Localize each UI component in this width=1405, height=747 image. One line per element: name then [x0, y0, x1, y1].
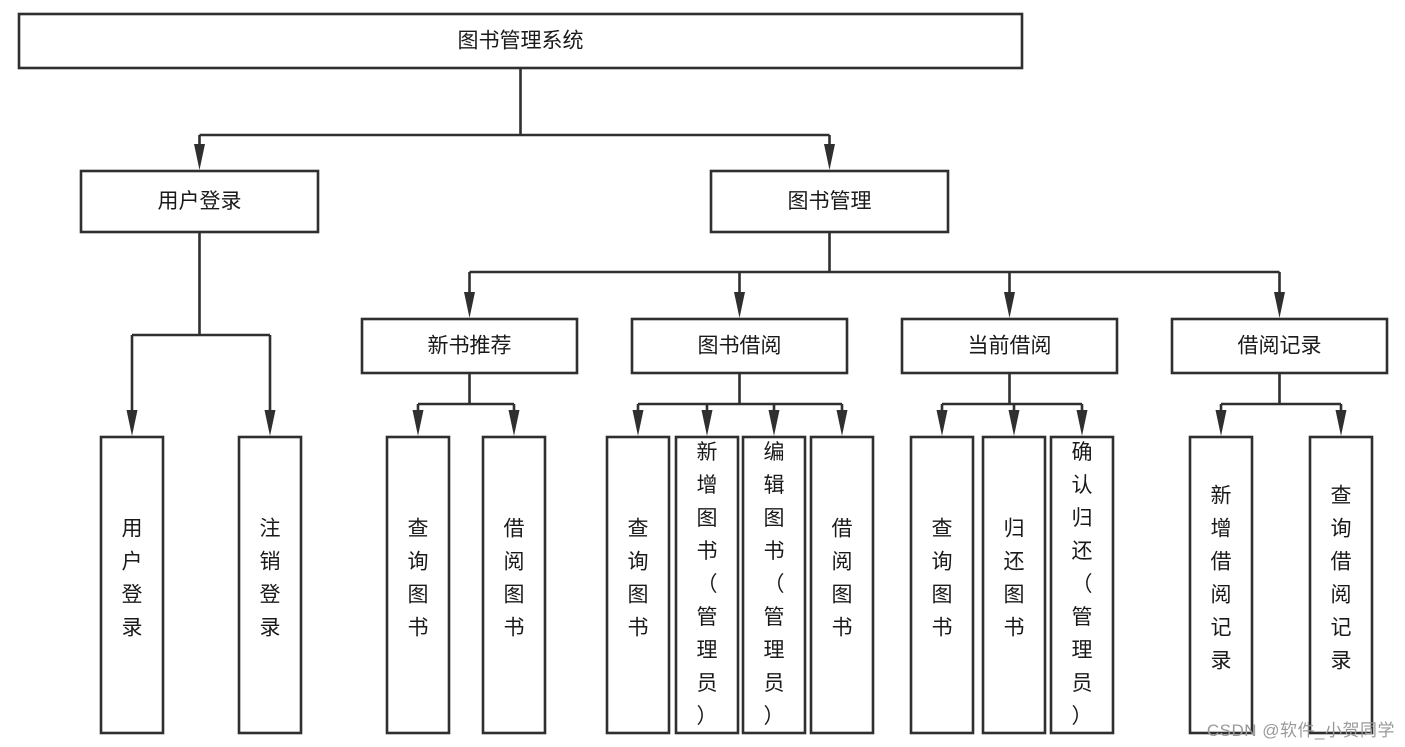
node-book-management-label: 图书管理 — [788, 190, 872, 213]
node-root-box[interactable] — [17, 12, 1024, 70]
node-leaf-logout[interactable]: 注销登录 — [237, 435, 303, 735]
arrow-new-book-recommend — [464, 292, 475, 318]
node-user-login-label: 用户登录 — [158, 190, 242, 213]
node-new-book-recommend[interactable]: 新书推荐 — [360, 317, 579, 375]
node-leaf-return-book-label: 归还图书 — [1004, 518, 1025, 640]
node-leaf-logout-label: 注销登录 — [260, 518, 281, 640]
arrow-book-management — [824, 144, 835, 170]
node-leaf-borrow-book[interactable]: 借阅图书 — [809, 435, 875, 735]
node-leaf-add-book[interactable]: 新增图书（管理员） — [674, 435, 740, 735]
node-book-management[interactable]: 图书管理 — [709, 169, 950, 234]
arrow-user-login — [194, 144, 205, 170]
node-leaf-add-borrow-record-box[interactable] — [1188, 435, 1254, 735]
node-leaf-query-book-current[interactable]: 查询图书 — [909, 435, 975, 735]
node-book-borrow-label: 图书借阅 — [698, 335, 782, 358]
arrow-leaf-logout — [264, 410, 276, 436]
arrow-leaf-user-login — [126, 410, 138, 436]
node-leaf-confirm-return-box[interactable] — [1049, 435, 1115, 735]
node-leaf-add-book-label: 新增图书（管理员） — [697, 441, 718, 728]
node-current-borrow-box[interactable] — [900, 317, 1119, 375]
node-leaf-query-borrow-record-label: 查询借阅记录 — [1331, 485, 1352, 673]
node-leaf-add-book-box[interactable] — [674, 435, 740, 735]
node-book-management-box[interactable] — [709, 169, 950, 234]
node-leaf-logout-box[interactable] — [237, 435, 303, 735]
node-leaf-user-login-box[interactable] — [99, 435, 165, 735]
node-borrow-record-label: 借阅记录 — [1238, 335, 1322, 358]
node-root[interactable]: 图书管理系统 — [17, 12, 1024, 70]
node-leaf-borrow-book-recommend[interactable]: 借阅图书 — [481, 435, 547, 735]
node-current-borrow[interactable]: 当前借阅 — [900, 317, 1119, 375]
watermark-text: CSDN @软件_小贺同学 — [1206, 721, 1395, 740]
connector-lines — [126, 68, 1347, 436]
arrow-leaf-borrow-book-recommend — [508, 410, 520, 436]
arrow-leaf-add-borrow-record — [1215, 410, 1227, 436]
node-new-book-recommend-label: 新书推荐 — [428, 335, 512, 358]
node-user-login-box[interactable] — [79, 169, 320, 234]
node-borrow-record-box[interactable] — [1170, 317, 1389, 375]
node-leaf-query-book-current-label: 查询图书 — [932, 518, 953, 640]
node-leaf-query-book-recommend[interactable]: 查询图书 — [385, 435, 451, 735]
node-leaf-user-login-label: 用户登录 — [122, 518, 143, 640]
arrow-leaf-query-book-borrow — [632, 410, 644, 436]
node-leaf-query-book-borrow[interactable]: 查询图书 — [605, 435, 671, 735]
node-leaf-query-book-recommend-box[interactable] — [385, 435, 451, 735]
node-book-borrow-box[interactable] — [630, 317, 849, 375]
node-leaf-edit-book-box[interactable] — [741, 435, 807, 735]
arrow-leaf-confirm-return — [1076, 410, 1088, 436]
arrow-leaf-edit-book — [768, 410, 780, 436]
arrow-leaf-borrow-book — [836, 410, 848, 436]
node-leaf-query-book-current-box[interactable] — [909, 435, 975, 735]
node-leaf-return-book[interactable]: 归还图书 — [981, 435, 1047, 735]
node-leaf-confirm-return[interactable]: 确认归还（管理员） — [1049, 435, 1115, 735]
node-leaf-add-borrow-record-label: 新增借阅记录 — [1211, 485, 1232, 673]
node-borrow-record[interactable]: 借阅记录 — [1170, 317, 1389, 375]
node-leaf-confirm-return-label: 确认归还（管理员） — [1072, 441, 1093, 728]
node-book-borrow[interactable]: 图书借阅 — [630, 317, 849, 375]
arrow-borrow-record — [1274, 292, 1285, 318]
node-boxes: 图书管理系统用户登录图书管理新书推荐图书借阅当前借阅借阅记录用户登录注销登录查询… — [17, 12, 1389, 735]
node-leaf-add-borrow-record[interactable]: 新增借阅记录 — [1188, 435, 1254, 735]
node-leaf-query-borrow-record[interactable]: 查询借阅记录 — [1308, 435, 1374, 735]
node-leaf-query-book-recommend-label: 查询图书 — [408, 518, 429, 640]
node-leaf-edit-book[interactable]: 编辑图书（管理员） — [741, 435, 807, 735]
node-leaf-borrow-book-recommend-box[interactable] — [481, 435, 547, 735]
node-leaf-query-book-borrow-box[interactable] — [605, 435, 671, 735]
node-leaf-borrow-book-box[interactable] — [809, 435, 875, 735]
arrow-leaf-add-book — [701, 410, 713, 436]
arrow-leaf-query-book-recommend — [412, 410, 424, 436]
arrow-leaf-return-book — [1008, 410, 1020, 436]
node-leaf-query-book-borrow-label: 查询图书 — [628, 518, 649, 640]
node-leaf-borrow-book-recommend-label: 借阅图书 — [504, 518, 525, 640]
node-user-login[interactable]: 用户登录 — [79, 169, 320, 234]
arrow-leaf-query-borrow-record — [1335, 410, 1347, 436]
node-current-borrow-label: 当前借阅 — [968, 335, 1052, 358]
arrow-current-borrow — [1004, 292, 1015, 318]
node-leaf-borrow-book-label: 借阅图书 — [832, 518, 853, 640]
node-leaf-query-borrow-record-box[interactable] — [1308, 435, 1374, 735]
node-new-book-recommend-box[interactable] — [360, 317, 579, 375]
node-root-label: 图书管理系统 — [458, 30, 584, 53]
node-leaf-return-book-box[interactable] — [981, 435, 1047, 735]
arrow-book-borrow — [734, 292, 745, 318]
node-leaf-edit-book-label: 编辑图书（管理员） — [764, 441, 785, 728]
arrow-leaf-query-book-current — [936, 410, 948, 436]
node-leaf-user-login[interactable]: 用户登录 — [99, 435, 165, 735]
